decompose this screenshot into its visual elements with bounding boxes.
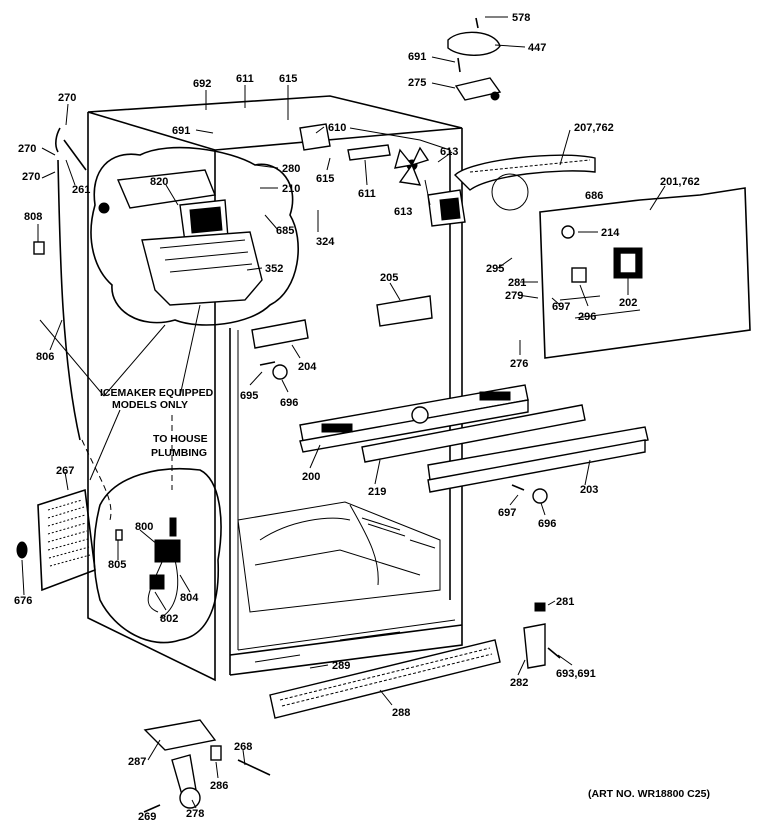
callout-676: 676: [14, 595, 32, 607]
callout-276: 276: [510, 358, 528, 370]
callout-289: 289: [332, 660, 350, 672]
callout-270-mid: 270: [18, 143, 36, 155]
callout-205: 205: [380, 272, 398, 284]
callout-800: 800: [135, 521, 153, 533]
callout-275: 275: [408, 77, 426, 89]
callout-267: 267: [56, 465, 74, 477]
callout-219: 219: [368, 486, 386, 498]
callout-578: 578: [512, 12, 530, 24]
callout-270-low: 270: [22, 171, 40, 183]
callout-695: 695: [240, 390, 258, 402]
callout-615-mid: 615: [316, 173, 334, 185]
callout-820: 820: [150, 176, 168, 188]
callout-279: 279: [505, 290, 523, 302]
callout-696-mid: 696: [280, 397, 298, 409]
callout-447: 447: [528, 42, 546, 54]
icemaker-note-line2: MODELS ONLY: [112, 399, 188, 411]
callout-804: 804: [180, 592, 199, 604]
callout-806: 806: [36, 351, 54, 363]
callout-287: 287: [128, 756, 146, 768]
callout-693-691: 693,691: [556, 668, 596, 680]
callout-204: 204: [298, 361, 317, 373]
callout-278: 278: [186, 808, 204, 820]
art-number: (ART NO. WR18800 C25): [588, 788, 710, 800]
callout-281-mid: 281: [508, 277, 526, 289]
water-valve-detail: [93, 467, 222, 644]
callout-201-762: 201,762: [660, 176, 700, 188]
callout-352: 352: [265, 263, 283, 275]
callout-207-762: 207,762: [574, 122, 614, 134]
callout-261: 261: [72, 184, 90, 196]
notes: ICEMAKER EQUIPPED MODELS ONLY TO HOUSE P…: [100, 387, 710, 800]
callout-214: 214: [601, 227, 620, 239]
callout-615-top: 615: [279, 73, 297, 85]
water-line: [55, 127, 112, 521]
callout-280: 280: [282, 163, 300, 175]
callout-691-top: 691: [408, 51, 426, 63]
callout-611-mid: 611: [358, 188, 376, 200]
callout-686: 686: [585, 190, 603, 202]
rear-access-panel: [37, 488, 96, 592]
house-plumbing-note-line1: TO HOUSE: [153, 433, 208, 445]
house-plumbing-note-line2: PLUMBING: [151, 447, 207, 459]
callout-691-mid: 691: [172, 125, 190, 137]
shelf-rails: [299, 384, 649, 493]
callout-611-top: 611: [236, 73, 254, 85]
callout-295: 295: [486, 263, 504, 275]
callout-282: 282: [510, 677, 528, 689]
leader-lines: [21, 16, 666, 813]
callout-210: 210: [282, 183, 300, 195]
callout-200: 200: [302, 471, 320, 483]
callout-696-low: 696: [538, 518, 556, 530]
callout-270-top: 270: [58, 92, 76, 104]
icemaker-assembly: [98, 169, 263, 306]
callout-613-right: 613: [440, 146, 458, 158]
callout-610: 610: [328, 122, 346, 134]
callout-692: 692: [193, 78, 211, 90]
callout-805: 805: [108, 559, 126, 571]
callout-697-mid: 697: [552, 301, 570, 313]
control-panel: [539, 187, 751, 359]
bottom-parts: [16, 241, 561, 813]
callout-697-low: 697: [498, 507, 516, 519]
callout-685: 685: [276, 225, 294, 237]
callout-808: 808: [24, 211, 42, 223]
icemaker-detail-outline: [90, 146, 299, 326]
callout-613-left: 613: [394, 206, 412, 218]
callouts: 578 447 691 275 692 611 615 691 610 615 …: [14, 12, 700, 823]
top-right-parts: [299, 17, 596, 227]
callout-296: 296: [578, 311, 596, 323]
icemaker-note-line1: ICEMAKER EQUIPPED: [100, 387, 214, 399]
mid-brackets: [251, 295, 433, 380]
callout-324: 324: [316, 236, 335, 248]
callout-202: 202: [619, 297, 637, 309]
callout-269: 269: [138, 811, 156, 823]
callout-203: 203: [580, 484, 598, 496]
callout-286: 286: [210, 780, 228, 792]
callout-288: 288: [392, 707, 410, 719]
callout-268: 268: [234, 741, 252, 753]
callout-802: 802: [160, 613, 178, 625]
callout-281-low: 281: [556, 596, 574, 608]
